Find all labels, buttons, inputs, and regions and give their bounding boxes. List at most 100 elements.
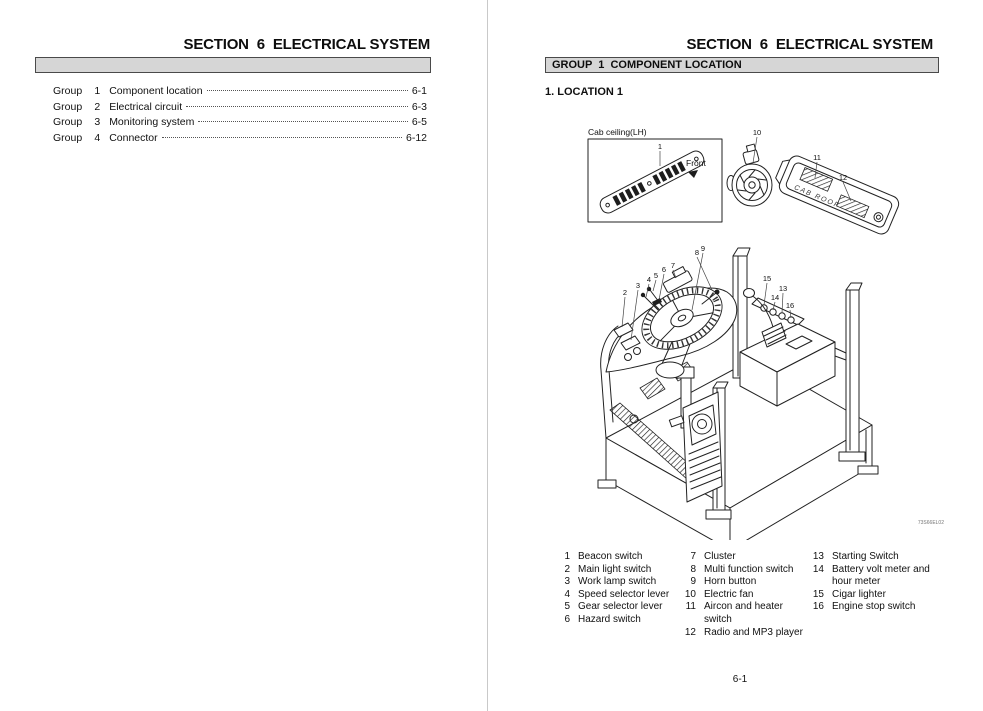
toc-entry-label: Component location	[109, 85, 203, 97]
legend-item-number: 9	[690, 576, 696, 588]
legend-item-number: 15	[812, 588, 824, 600]
legend-item: 5 Gear selector lever	[557, 601, 681, 614]
legend-item-number: 13	[812, 551, 824, 562]
legend-item-number: 8	[690, 563, 696, 575]
callout-11: 11	[813, 153, 821, 162]
toc-group-word: Group	[53, 116, 83, 128]
legend-item: 16 Engine stop switch	[811, 601, 935, 614]
legend-item-label: Hazard switch	[578, 613, 641, 625]
legend-item-label: Cigar lighter	[832, 588, 886, 600]
legend-item: 9 Horn button	[683, 576, 811, 589]
callout-7: 7	[671, 261, 675, 270]
legend-item-number: 10	[684, 588, 696, 600]
legend-item-label: Multi function switch	[704, 563, 794, 575]
legend-item: 7 Cluster	[683, 551, 811, 564]
toc-page-number: 6-12	[405, 131, 427, 144]
legend-item: 14 Battery volt meter and hour meter	[811, 564, 935, 589]
toc-dot-leader	[206, 90, 408, 91]
legend-item-label: Gear selector lever	[578, 601, 663, 613]
group-header-bar: GROUP 1 COMPONENT LOCATION	[545, 57, 939, 73]
toc-group-number: 4	[94, 131, 101, 144]
legend-item: 13 Starting Switch	[811, 551, 935, 564]
legend-item-label: Starting Switch	[832, 551, 899, 562]
legend-item: 8 Multi function switch	[683, 564, 811, 577]
control-console	[739, 288, 847, 407]
callout-group: 2 3 4 5 6 7 8 9 15 13 14	[621, 244, 794, 341]
toc-page-number: 6-5	[411, 116, 427, 128]
toc-row-group3: Group 3 Monitoring system 6-5	[53, 116, 427, 132]
heater-radio-box	[668, 391, 723, 503]
callout-13: 13	[779, 284, 787, 293]
callout-4: 4	[647, 275, 651, 284]
table-of-contents: Group 1 Component location 6-1 Group 2 E…	[53, 85, 427, 147]
toc-group-number: 1	[94, 85, 101, 97]
legend-item-number: 16	[812, 601, 824, 613]
legend-item-number: 4	[564, 588, 570, 600]
legend-item: 4 Speed selector lever	[557, 589, 681, 602]
main-light-switch-part	[613, 322, 634, 338]
legend-item: 3 Work lamp switch	[557, 576, 681, 589]
callout-9: 9	[701, 244, 705, 253]
legend-item-number: 11	[685, 601, 696, 613]
legend-item: 10 Electric fan	[683, 589, 811, 602]
left-section-bar	[35, 57, 431, 73]
legend-item-number: 6	[564, 613, 570, 625]
legend-item-number: 14	[812, 563, 824, 575]
callout-15: 15	[763, 274, 771, 283]
callout-2: 2	[623, 288, 627, 297]
callout-3: 3	[636, 281, 640, 290]
legend-item-number: 7	[690, 551, 696, 562]
toc-dot-leader	[186, 105, 408, 107]
callout-5: 5	[654, 271, 658, 280]
legend-item-number: 12	[684, 626, 696, 638]
page-number: 6-1	[732, 674, 748, 685]
figure-code: 73S66EL02	[918, 520, 944, 526]
component-location-diagram: Cab ceiling(LH) 1 Front	[587, 127, 944, 540]
left-section-title: SECTION 6 ELECTRICAL SYSTEM	[183, 36, 431, 53]
toc-page-number: 6-3	[411, 100, 427, 113]
legend-item-label: Radio and MP3 player	[704, 626, 803, 638]
main-cab-frame: 2 3 4 5 6 7 8 9 15 13 14	[597, 244, 879, 540]
beacon-switch-part	[599, 150, 705, 214]
legend-column-3: 13 Starting Switch 14 Battery volt meter…	[811, 551, 935, 614]
front-arrow-icon	[688, 170, 698, 178]
page-divider	[487, 0, 488, 711]
toc-dot-leader	[161, 136, 402, 138]
callout-16: 16	[786, 301, 794, 310]
steering-wheel	[641, 266, 723, 379]
legend-item-number: 2	[564, 563, 570, 575]
legend-item: 12 Radio and MP3 player	[683, 627, 811, 640]
inset-box	[587, 138, 723, 223]
legend-item-label: Electric fan	[704, 588, 754, 600]
toc-group-word: Group	[53, 85, 83, 97]
legend-item-number: 5	[564, 601, 570, 613]
right-section-title: SECTION 6 ELECTRICAL SYSTEM	[686, 36, 934, 53]
callout-8: 8	[695, 248, 699, 257]
location-heading: 1. LOCATION 1	[545, 86, 624, 98]
legend-item-label: Horn button	[704, 576, 757, 588]
right-rear-post	[838, 282, 866, 462]
inset-label: Cab ceiling(LH)	[588, 127, 647, 137]
cab-ceiling-inset: Cab ceiling(LH) 1 Front	[587, 127, 723, 223]
legend-item: 2 Main light switch	[557, 564, 681, 577]
front-label: Front	[686, 158, 706, 168]
legend-item-label: Engine stop switch	[832, 601, 916, 613]
callout-14: 14	[771, 293, 779, 302]
toc-row-group2: Group 2 Electrical circuit 6-3	[53, 101, 427, 117]
legend-item-label: Beacon switch	[578, 551, 643, 562]
toc-entry-label: Electrical circuit	[109, 100, 183, 113]
callout-10: 10	[753, 128, 761, 137]
legend-item: 15 Cigar lighter	[811, 589, 935, 602]
toc-row-group1: Group 1 Component location 6-1	[53, 85, 427, 101]
toc-group-word: Group	[53, 131, 83, 144]
cab-roof-panel: CAB ROOF 11 12	[775, 153, 900, 235]
legend-item-number: 3	[564, 576, 570, 588]
callout-1: 1	[658, 142, 662, 151]
callout-6: 6	[662, 265, 666, 274]
electric-fan: 10	[726, 128, 773, 207]
legend-item-label: Speed selector lever	[578, 588, 670, 600]
legend-item-label: Main light switch	[578, 563, 652, 575]
legend-item-number: 1	[564, 551, 570, 562]
legend-item-label: Cluster	[704, 551, 736, 562]
legend-item: 6 Hazard switch	[557, 614, 681, 627]
